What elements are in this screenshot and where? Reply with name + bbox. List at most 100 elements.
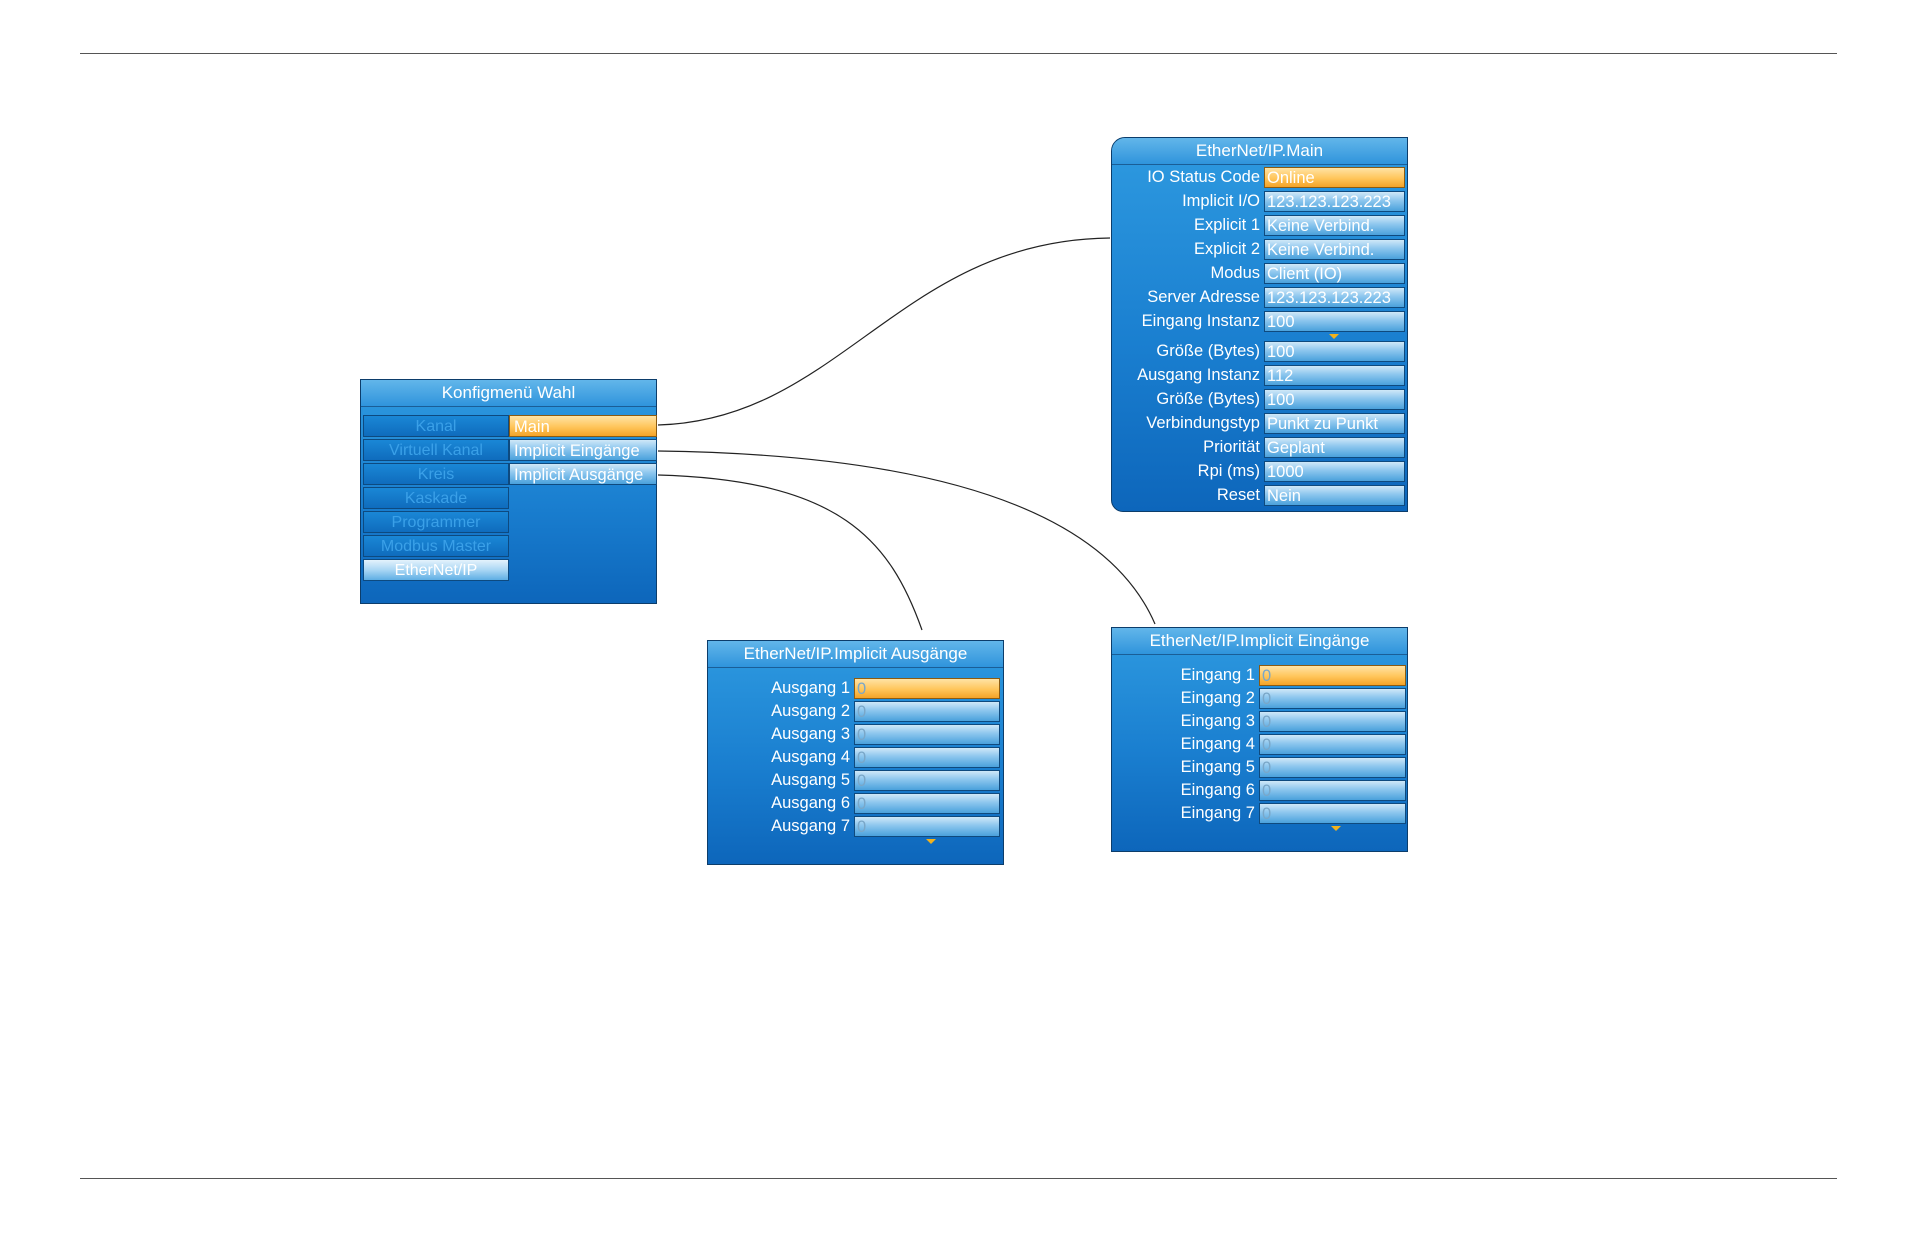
output-value[interactable]: 0 — [854, 677, 1000, 699]
input-value[interactable]: 0 — [1259, 733, 1406, 755]
submenu-item-main[interactable]: Main — [509, 415, 657, 437]
main-value[interactable]: Geplant — [1264, 436, 1405, 458]
menu-item-kanal[interactable]: Kanal — [363, 415, 509, 437]
input-value[interactable]: 0 — [1259, 710, 1406, 732]
submenu-item-implicit-ausgaenge[interactable]: Implicit Ausgänge — [509, 463, 657, 485]
main-row[interactable]: Größe (Bytes)100 — [1112, 340, 1409, 362]
main-row[interactable]: Größe (Bytes)100 — [1112, 388, 1409, 410]
top-rule — [80, 53, 1837, 54]
output-label: Ausgang 2 — [771, 701, 850, 720]
implicit-outputs-title: EtherNet/IP.Implicit Ausgänge — [708, 641, 1003, 668]
config-menu-title: Konfigmenü Wahl — [361, 380, 656, 407]
main-label: Implicit I/O — [1182, 191, 1260, 210]
main-label: IO Status Code — [1147, 167, 1260, 186]
main-label: Explicit 1 — [1193, 215, 1260, 234]
output-value[interactable]: 0 — [854, 700, 1000, 722]
output-label: Ausgang 3 — [771, 724, 850, 743]
output-label: Ausgang 5 — [771, 770, 850, 789]
connector-inputs — [657, 450, 1156, 625]
input-label: Eingang 3 — [1180, 711, 1255, 730]
input-value[interactable]: 0 — [1259, 802, 1406, 824]
scroll-down-arrow-icon[interactable] — [1329, 334, 1339, 339]
menu-item-modbus-master[interactable]: Modbus Master — [363, 535, 509, 557]
main-label: Ausgang Instanz — [1137, 365, 1260, 384]
main-row[interactable]: Rpi (ms)1000 — [1112, 460, 1409, 482]
output-label: Ausgang 4 — [771, 747, 850, 766]
main-value[interactable]: Punkt zu Punkt — [1264, 412, 1405, 434]
main-value[interactable]: 112 — [1264, 364, 1405, 386]
main-value[interactable]: 100 — [1264, 310, 1405, 332]
input-value[interactable]: 0 — [1259, 756, 1406, 778]
input-value[interactable]: 0 — [1259, 779, 1406, 801]
menu-item-ethernet-ip[interactable]: EtherNet/IP — [363, 559, 509, 581]
main-value[interactable]: 100 — [1264, 340, 1405, 362]
main-label: Größe (Bytes) — [1156, 389, 1260, 408]
input-value[interactable]: 0 — [1259, 664, 1406, 686]
main-value[interactable]: 100 — [1264, 388, 1405, 410]
main-label: Verbindungstyp — [1146, 413, 1260, 432]
input-value[interactable]: 0 — [1259, 687, 1406, 709]
main-value[interactable]: Client (IO) — [1264, 262, 1405, 284]
connector-outputs — [657, 474, 923, 631]
menu-item-programmer[interactable]: Programmer — [363, 511, 509, 533]
output-value[interactable]: 0 — [854, 815, 1000, 837]
output-value[interactable]: 0 — [854, 792, 1000, 814]
menu-item-kreis[interactable]: Kreis — [363, 463, 509, 485]
main-label: Explicit 2 — [1193, 239, 1260, 258]
input-label: Eingang 5 — [1180, 757, 1255, 776]
menu-item-virtuell-kanal[interactable]: Virtuell Kanal — [363, 439, 509, 461]
main-value[interactable]: Keine Verbind. — [1264, 238, 1405, 260]
main-value[interactable]: 1000 — [1264, 460, 1405, 482]
scroll-down-arrow-icon[interactable] — [1331, 826, 1341, 831]
main-label: Rpi (ms) — [1197, 461, 1260, 480]
main-value[interactable]: Online — [1264, 166, 1405, 188]
output-label: Ausgang 6 — [771, 793, 850, 812]
main-value[interactable]: Keine Verbind. — [1264, 214, 1405, 236]
submenu-item-implicit-eingaenge[interactable]: Implicit Eingänge — [509, 439, 657, 461]
bottom-rule — [80, 1178, 1837, 1179]
output-value[interactable]: 0 — [854, 769, 1000, 791]
input-label: Eingang 2 — [1180, 688, 1255, 707]
ethernet-main-title: EtherNet/IP.Main — [1112, 138, 1407, 165]
input-label: Eingang 1 — [1180, 665, 1255, 684]
output-value[interactable]: 0 — [854, 746, 1000, 768]
main-value[interactable]: 123.123.123.223 — [1264, 190, 1405, 212]
menu-item-kaskade[interactable]: Kaskade — [363, 487, 509, 509]
output-value[interactable]: 0 — [854, 723, 1000, 745]
menu-list: Kanal Virtuell Kanal Kreis Kaskade Progr… — [363, 415, 509, 583]
main-value[interactable]: Nein — [1264, 484, 1405, 506]
main-label: Modus — [1210, 263, 1260, 282]
main-value[interactable]: 123.123.123.223 — [1264, 286, 1405, 308]
main-label: Eingang Instanz — [1141, 311, 1260, 330]
scroll-down-arrow-icon[interactable] — [926, 839, 936, 844]
